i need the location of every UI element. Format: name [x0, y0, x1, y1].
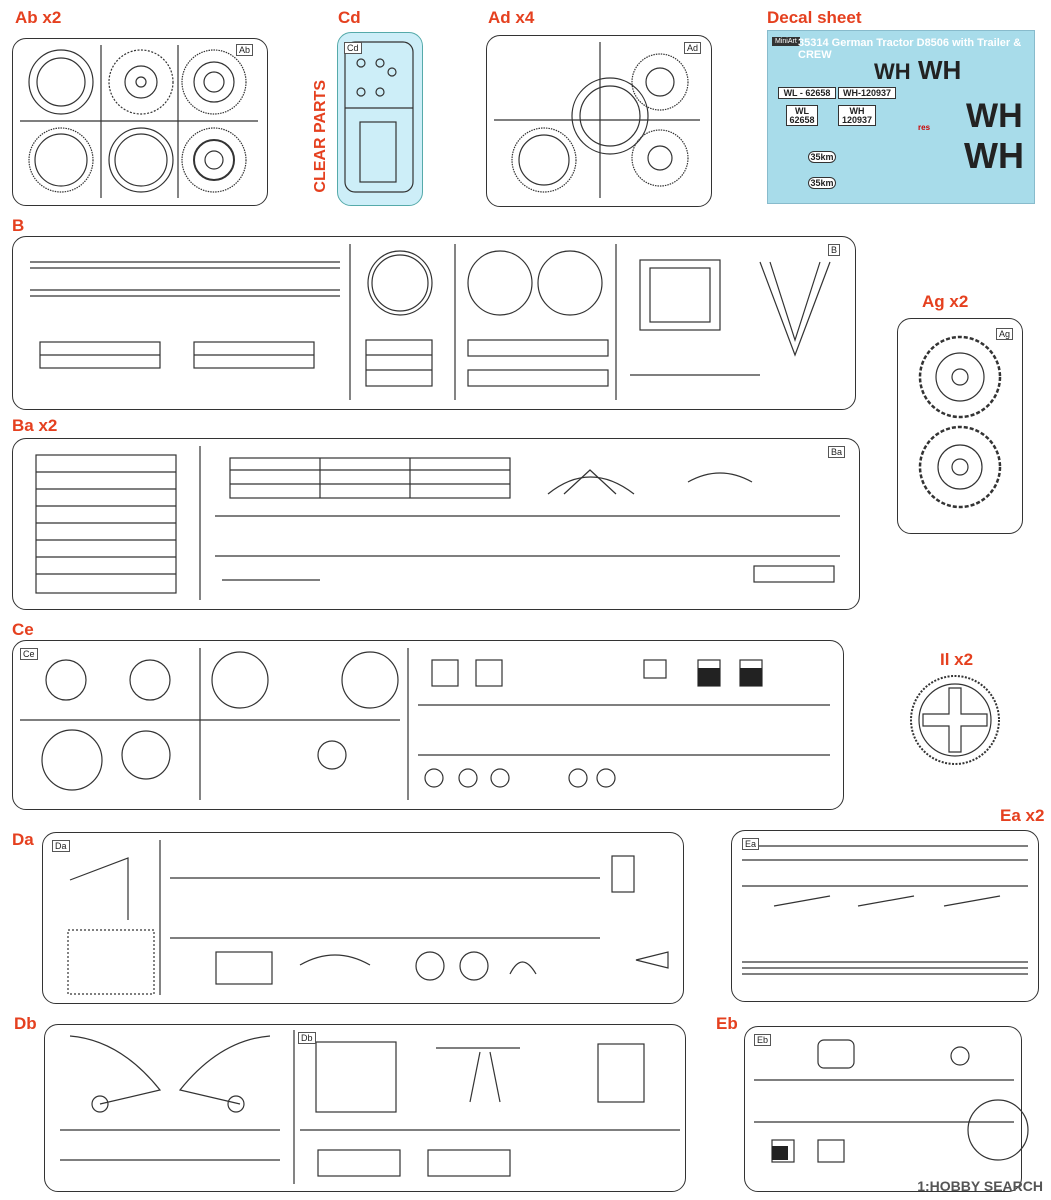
- decal-plate-wh-b: 120937: [838, 115, 876, 126]
- sprue-cd: [337, 32, 423, 206]
- label-ce: Ce: [12, 620, 34, 639]
- decal-res: res: [918, 123, 931, 132]
- label-decal-sheet: Decal sheet: [767, 8, 862, 27]
- label-ag: Ag x2: [922, 292, 969, 311]
- decal-wh-4: WH: [964, 135, 1024, 176]
- decal-plate-wl-a: WL: [786, 105, 818, 116]
- decal-wh-1: WH: [874, 59, 911, 84]
- decal-km-2: 35km: [808, 177, 836, 189]
- watermark: 1:HOBBY SEARCH: [917, 1178, 1043, 1194]
- decal-km-1: 35km: [808, 151, 836, 163]
- ab-wheel-1: [28, 49, 94, 115]
- ab-wheel-3: [181, 49, 247, 115]
- tag-da: Da: [52, 840, 70, 852]
- ab-wheel-5: [108, 127, 174, 193]
- tag-ce: Ce: [20, 648, 38, 660]
- decal-plate-wl: WL - 62658: [778, 87, 836, 99]
- tag-ad: Ad: [684, 42, 702, 54]
- decal-wh-2: WH: [918, 55, 962, 85]
- label-db: Db: [14, 1014, 37, 1033]
- tag-db: Db: [298, 1032, 316, 1044]
- label-ea: Ea x2: [1000, 806, 1045, 825]
- sprue-b: [12, 236, 856, 410]
- label-b: B: [12, 216, 25, 235]
- label-eb: Eb: [716, 1014, 738, 1033]
- sprue-da: [42, 832, 684, 1004]
- decal-plate-wl-b: 62658: [786, 115, 818, 126]
- sprue-eb: [744, 1026, 1022, 1192]
- label-ba: Ba x2: [12, 416, 58, 435]
- label-ll: Il x2: [940, 650, 974, 669]
- tag-b: B: [828, 244, 841, 256]
- tag-ab: Ab: [236, 44, 254, 56]
- label-cd: Cd: [338, 8, 361, 27]
- tag-ag: Ag: [996, 328, 1014, 340]
- label-ab: Ab x2: [15, 8, 62, 27]
- ab-wheel-4: [28, 127, 94, 193]
- sprue-ea: [731, 830, 1039, 1002]
- tag-cd: Cd: [344, 42, 362, 54]
- sprue-ba: [12, 438, 860, 610]
- decal-title: 35314 German Tractor D8506 with Trailer …: [798, 37, 1022, 61]
- decal-plate-wh: WH-120937: [838, 87, 896, 99]
- tag-ea: Ea: [742, 838, 760, 850]
- tag-ba: Ba: [828, 446, 846, 458]
- sprue-db: [44, 1024, 686, 1192]
- decal-sheet: MiniArt 35314 German Tractor D8506 with …: [767, 30, 1035, 204]
- ab-wheel-6: [181, 127, 247, 193]
- label-ad: Ad x4: [488, 8, 535, 27]
- decal-wh-3: WH: [966, 97, 1023, 135]
- label-da: Da: [12, 830, 34, 849]
- sprue-ad: [486, 35, 712, 207]
- decal-brand: MiniArt: [772, 37, 800, 46]
- decal-plate-wh-a: WH: [838, 105, 876, 116]
- tag-eb: Eb: [754, 1034, 772, 1046]
- ab-wheel-2: [108, 49, 174, 115]
